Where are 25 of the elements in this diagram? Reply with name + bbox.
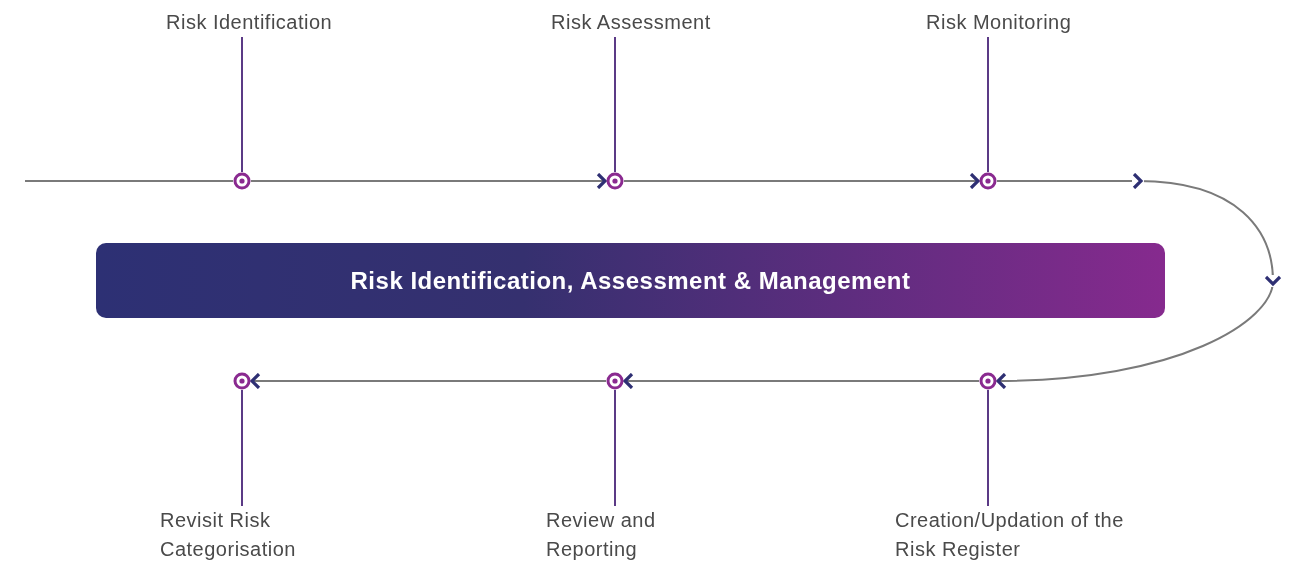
arrow: [623, 373, 980, 389]
milestone-dot: [979, 172, 997, 190]
stage-label: Review and Reporting: [546, 506, 746, 564]
leader-line: [987, 389, 989, 507]
leader-line: [987, 36, 989, 173]
leader-line: [241, 36, 243, 173]
leader-line: [241, 389, 243, 507]
leader-line: [614, 389, 616, 507]
arrow: [250, 373, 607, 389]
milestone-dot: [233, 372, 251, 390]
arrow: [623, 173, 980, 189]
stage-label: Revisit Risk Categorisation: [160, 506, 360, 564]
milestone-dot: [979, 372, 997, 390]
stage-label: Risk Assessment: [551, 8, 741, 37]
leader-line: [614, 36, 616, 173]
milestone-dot: [606, 172, 624, 190]
milestone-dot: [606, 372, 624, 390]
stage-label: Creation/Updation of the Risk Register: [895, 506, 1155, 564]
arrow: [996, 173, 1281, 389]
connector-line: [24, 180, 234, 182]
stage-label: Risk Monitoring: [926, 8, 1116, 37]
stage-label: Risk Identification: [166, 8, 356, 37]
title-banner: Risk Identification, Assessment & Management: [96, 243, 1165, 318]
milestone-dot: [233, 172, 251, 190]
arrow: [250, 173, 607, 189]
